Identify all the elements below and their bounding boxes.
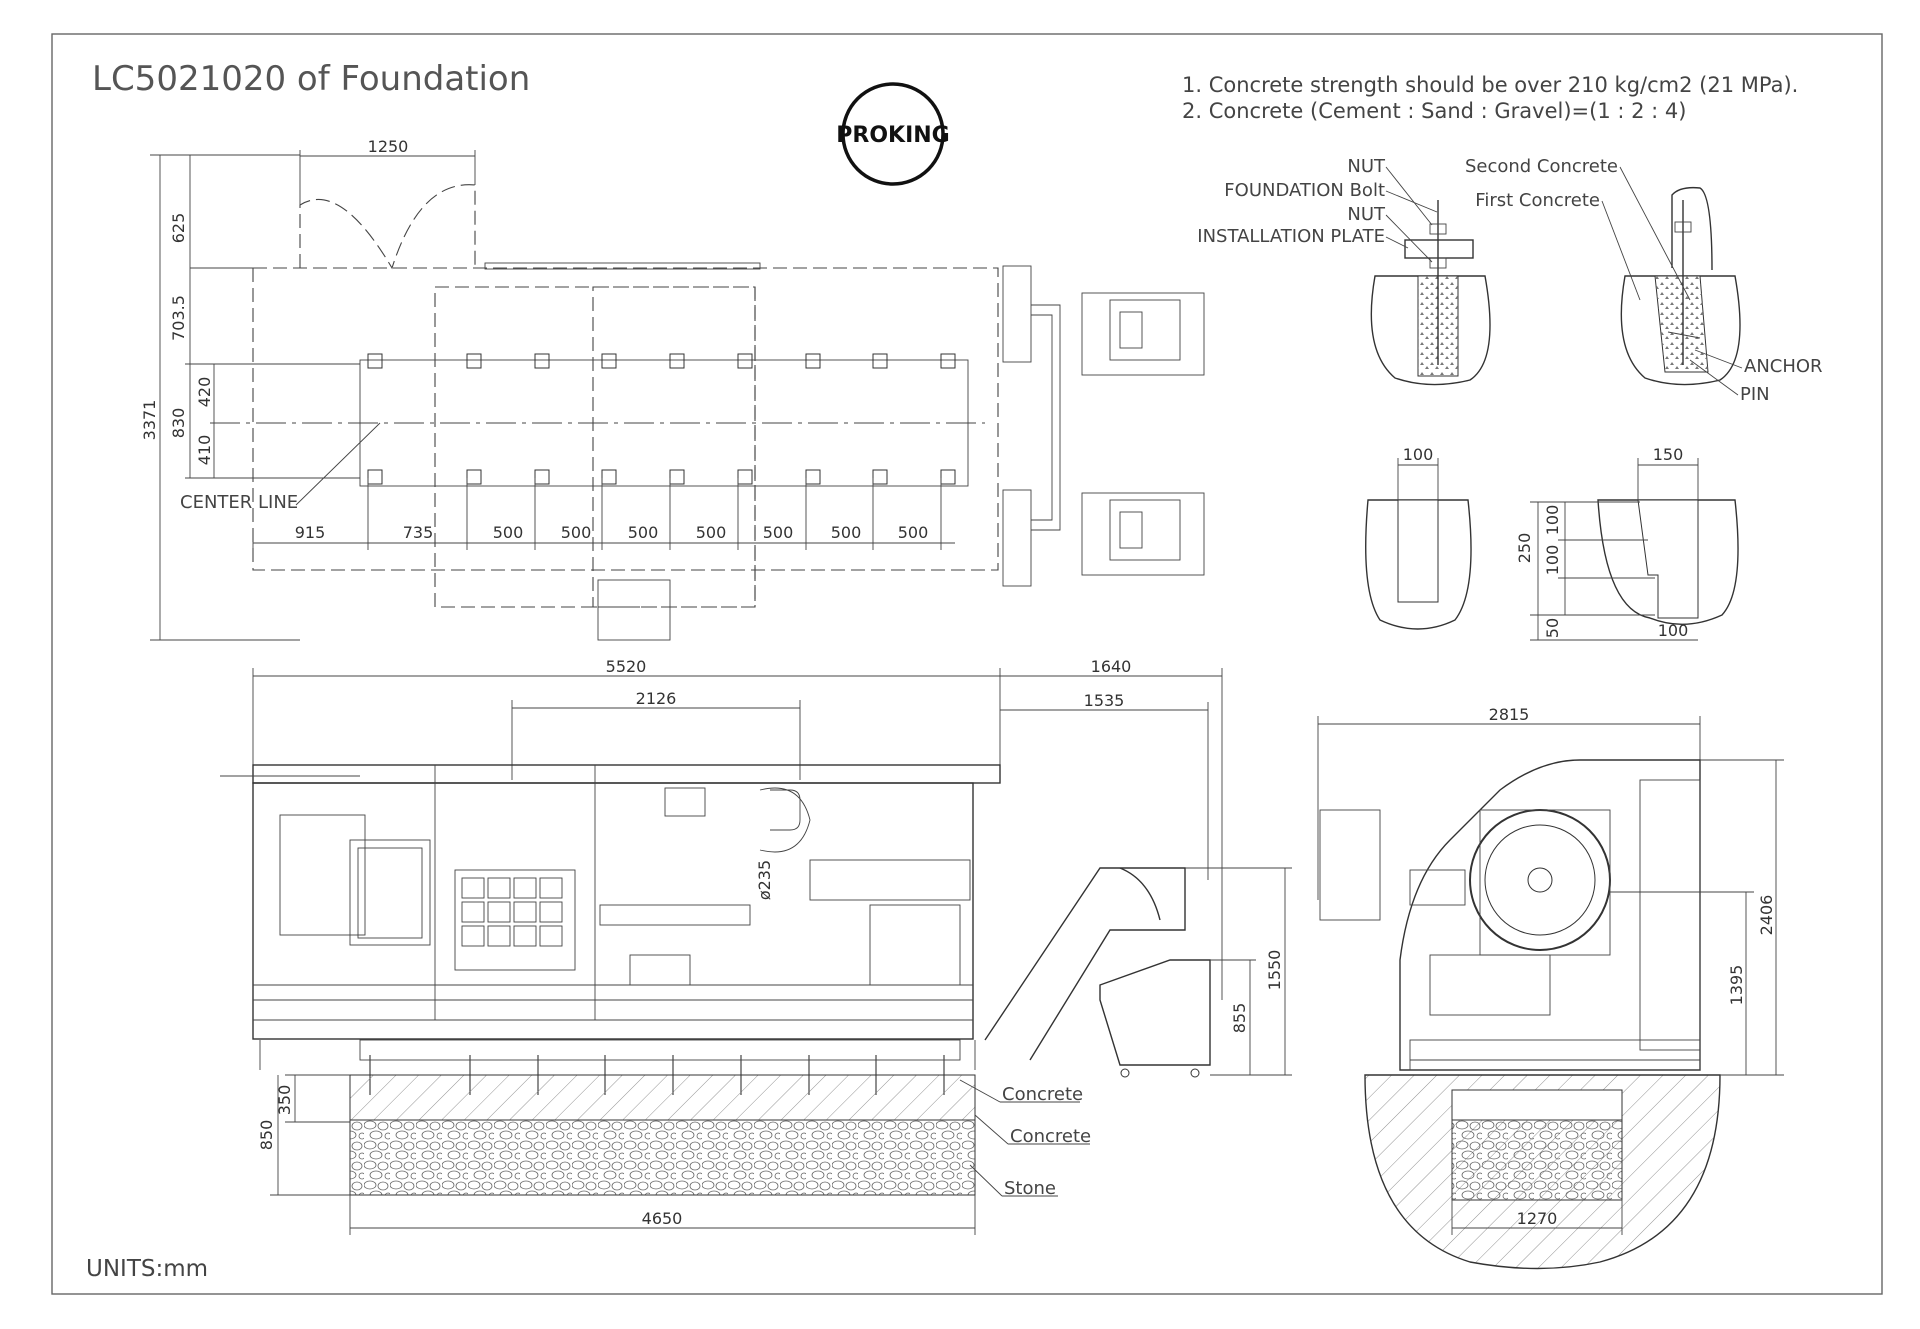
dim-2406: 2406 xyxy=(1757,895,1776,936)
dim-410: 410 xyxy=(195,435,214,466)
dim-7035: 703.5 xyxy=(169,295,188,341)
dim-735: 735 xyxy=(403,523,434,542)
dim-150-pocket: 150 xyxy=(1653,445,1684,464)
dim-100-bottom: 100 xyxy=(1658,621,1689,640)
proking-logo: PROKING xyxy=(836,82,950,186)
label-installation-plate: INSTALLATION PLATE xyxy=(1197,226,1385,247)
units-label: UNITS:mm xyxy=(86,1256,208,1282)
dim-1270: 1270 xyxy=(1517,1209,1558,1228)
dim-855: 855 xyxy=(1230,1003,1249,1034)
label-second-concrete: Second Concrete xyxy=(1465,156,1618,177)
dim-2126: 2126 xyxy=(636,689,677,708)
dim-420: 420 xyxy=(195,377,214,408)
center-line-label: CENTER LINE xyxy=(180,492,298,513)
dim-500-1: 500 xyxy=(493,523,524,542)
dim-850: 850 xyxy=(257,1120,276,1151)
side-view: 5520 1640 2126 1535 ø2 xyxy=(220,657,1292,1235)
dim-50: 50 xyxy=(1543,618,1562,638)
label-pin: PIN xyxy=(1740,384,1770,405)
drawing-title: LC5021020 of Foundation xyxy=(92,59,530,99)
dim-500-6: 500 xyxy=(831,523,862,542)
dim-5520: 5520 xyxy=(606,657,647,676)
dim-915: 915 xyxy=(295,523,326,542)
dim-100-b: 100 xyxy=(1543,545,1562,576)
label-first-concrete: First Concrete xyxy=(1475,190,1600,211)
dim-500-4: 500 xyxy=(696,523,727,542)
dim-2815: 2815 xyxy=(1489,705,1530,724)
dim-100-a: 100 xyxy=(1543,505,1562,536)
dim-100-pocket: 100 xyxy=(1403,445,1434,464)
note-1: 1. Concrete strength should be over 210 … xyxy=(1182,73,1798,97)
svg-text:PROKING: PROKING xyxy=(836,123,949,148)
dim-830: 830 xyxy=(169,408,188,439)
label-nut-top: NUT xyxy=(1347,156,1386,177)
note-2: 2. Concrete (Cement : Sand : Gravel)=(1 … xyxy=(1182,99,1686,123)
dim-3371: 3371 xyxy=(140,400,159,441)
dim-500-3: 500 xyxy=(628,523,659,542)
dim-250: 250 xyxy=(1515,533,1534,564)
plan-view: 3371 625 703.5 830 420 410 1250 CENTER L… xyxy=(140,137,1205,641)
label-nut: NUT xyxy=(1347,204,1386,225)
dim-4650: 4650 xyxy=(642,1209,683,1228)
label-concrete-2: Concrete xyxy=(1010,1126,1091,1147)
sheet-border xyxy=(51,33,1883,1295)
label-anchor: ANCHOR xyxy=(1744,356,1823,377)
dim-500-7: 500 xyxy=(898,523,929,542)
dim-dia-235: ø235 xyxy=(755,860,774,900)
label-concrete-1: Concrete xyxy=(1002,1084,1083,1105)
end-view: 2815 1270 2406 1395 xyxy=(1317,705,1784,1270)
dim-1550: 1550 xyxy=(1265,950,1284,991)
dim-500-2: 500 xyxy=(561,523,592,542)
dim-1395: 1395 xyxy=(1727,965,1746,1006)
dim-625: 625 xyxy=(169,213,188,244)
dim-350: 350 xyxy=(275,1085,294,1116)
label-foundation-bolt: FOUNDATION Bolt xyxy=(1224,180,1385,201)
dim-1250: 1250 xyxy=(368,137,409,156)
dim-1535: 1535 xyxy=(1084,691,1125,710)
label-stone: Stone xyxy=(1004,1178,1056,1199)
dim-500-5: 500 xyxy=(763,523,794,542)
bolt-detail: NUT FOUNDATION Bolt NUT INSTALLATION PLA… xyxy=(1197,156,1823,641)
dim-1640: 1640 xyxy=(1091,657,1132,676)
